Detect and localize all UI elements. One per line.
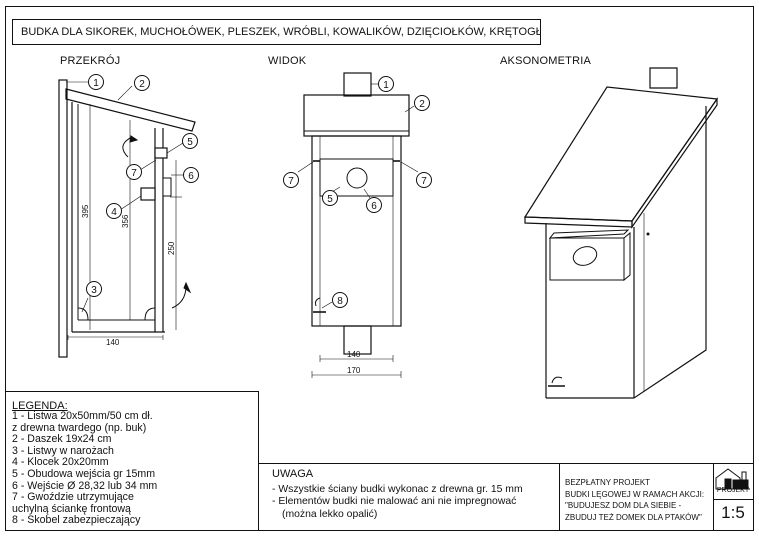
- legend-title: LEGENDA:: [12, 400, 68, 412]
- project-line: BUDKI LĘGOWEJ W RAMACH AKCJI:: [565, 489, 705, 499]
- logo-text: PROJEKT: [716, 487, 750, 494]
- callout-text: 6: [371, 201, 377, 212]
- callout-text: 2: [419, 99, 425, 110]
- axo-roof: [523, 86, 719, 222]
- dim-170-front: 170: [347, 366, 361, 375]
- callout-text: 8: [337, 296, 343, 307]
- drawing-title: BUDKA DLA SIKOREK, MUCHOŁÓWEK, PLESZEK, …: [12, 19, 541, 45]
- front-body: [311, 135, 402, 327]
- callout-4-section: 4: [106, 203, 122, 219]
- callout-2-section: 2: [134, 75, 150, 91]
- callout-text: 3: [91, 285, 97, 296]
- drawing-scale: 1:5: [721, 503, 745, 522]
- callout-text: 1: [383, 80, 389, 91]
- notes-title: UWAGA: [272, 468, 314, 480]
- legend-item: z drewna twardego (np. buk): [12, 421, 147, 434]
- front-batten-top: [343, 72, 372, 97]
- entrance-housing: [319, 158, 394, 197]
- callout-3-section: 3: [86, 281, 102, 297]
- callout-text: 5: [327, 194, 333, 205]
- legend-item: uchylną ściankę frontową: [12, 502, 131, 515]
- callout-text: 7: [421, 176, 427, 187]
- axo-batten: [649, 67, 678, 89]
- callout-text: 7: [288, 176, 294, 187]
- project-logo: [715, 468, 750, 490]
- callout-1-section: 1: [88, 74, 104, 90]
- callout-7-front-right: 7: [416, 172, 432, 188]
- legend-panel: [5, 391, 259, 531]
- front-roof: [303, 94, 410, 137]
- callout-7-section: 7: [126, 164, 142, 180]
- legend-item: 6 - Wejście Ø 28,32 lub 34 mm: [12, 479, 158, 492]
- callout-5-section: 5: [182, 133, 198, 149]
- axonometric-view: [523, 67, 719, 399]
- callout-1-front: 1: [378, 76, 394, 92]
- callout-2-front: 2: [414, 95, 430, 111]
- callout-8-front: 8: [332, 292, 348, 308]
- section-roof: [65, 88, 196, 132]
- project-info: BEZPŁATNY PROJEKT BUDKI LĘGOWEJ W RAMACH…: [565, 477, 704, 523]
- section-view: [58, 79, 196, 358]
- entrance-hole: [346, 167, 368, 189]
- project-line: ZBUDUJ TEŻ DOMEK DLA PTAKÓW": [565, 512, 702, 522]
- dim-395: 395: [81, 204, 90, 218]
- callout-6-front: 6: [366, 197, 382, 213]
- mounting-batten: [58, 79, 68, 358]
- callout-text: 6: [188, 171, 194, 182]
- legend-item: 4 - Klocek 20x20mm: [12, 456, 109, 469]
- callout-text: 5: [187, 137, 193, 148]
- dim-140-front: 140: [347, 350, 361, 359]
- axo-entrance-hole: [572, 246, 598, 266]
- note-item: - Elementów budki nie malować ani nie im…: [272, 496, 517, 508]
- note-item: (można lekko opalić): [282, 508, 378, 520]
- legend-item: 3 - Listwy w narożach: [12, 444, 114, 457]
- dim-140-section: 140: [106, 338, 120, 347]
- axonometric-view-label: AKSONOMETRIA: [500, 55, 592, 67]
- legend-item: 7 - Gwoździe utrzymujące: [12, 491, 134, 504]
- legend-item: 1 - Listwa 20x50mm/50 cm dł.: [12, 410, 153, 422]
- front-view: [297, 72, 419, 378]
- legend-item: 5 - Obudowa wejścia gr 15mm: [12, 467, 156, 480]
- callout-7-front-left: 7: [283, 172, 299, 188]
- note-item: - Wszystkie ściany budki wykonac z drewn…: [272, 484, 523, 495]
- logo-panel: [713, 463, 754, 531]
- dim-356: 356: [121, 214, 130, 228]
- front-view-label: WIDOK: [268, 55, 307, 67]
- callout-text: 1: [93, 78, 99, 89]
- legend-item: 2 - Daszek 19x24 cm: [12, 433, 112, 446]
- legend-list: 1 - Listwa 20x50mm/50 cm dł. z drewna tw…: [12, 410, 158, 527]
- callout-6-section: 6: [183, 167, 199, 183]
- entrance-housing-top: [548, 229, 630, 239]
- notes-list: - Wszystkie ściany budki wykonac z drewn…: [272, 484, 523, 521]
- callout-text: 7: [131, 168, 137, 179]
- callout-text: 2: [139, 79, 145, 90]
- dim-250: 250: [167, 241, 176, 255]
- section-view-label: PRZEKRÓJ: [60, 55, 121, 67]
- project-line: BEZPŁATNY PROJEKT: [565, 478, 651, 487]
- legend-item: 8 - Skobel zabezpieczający: [12, 514, 141, 527]
- axo-entrance-housing: [549, 237, 625, 281]
- project-line: "BUDUJESZ DOM DLA SIEBIE -: [565, 501, 682, 510]
- callout-text: 4: [111, 207, 117, 218]
- callout-5-front: 5: [322, 190, 338, 206]
- front-batten-bottom: [343, 325, 372, 355]
